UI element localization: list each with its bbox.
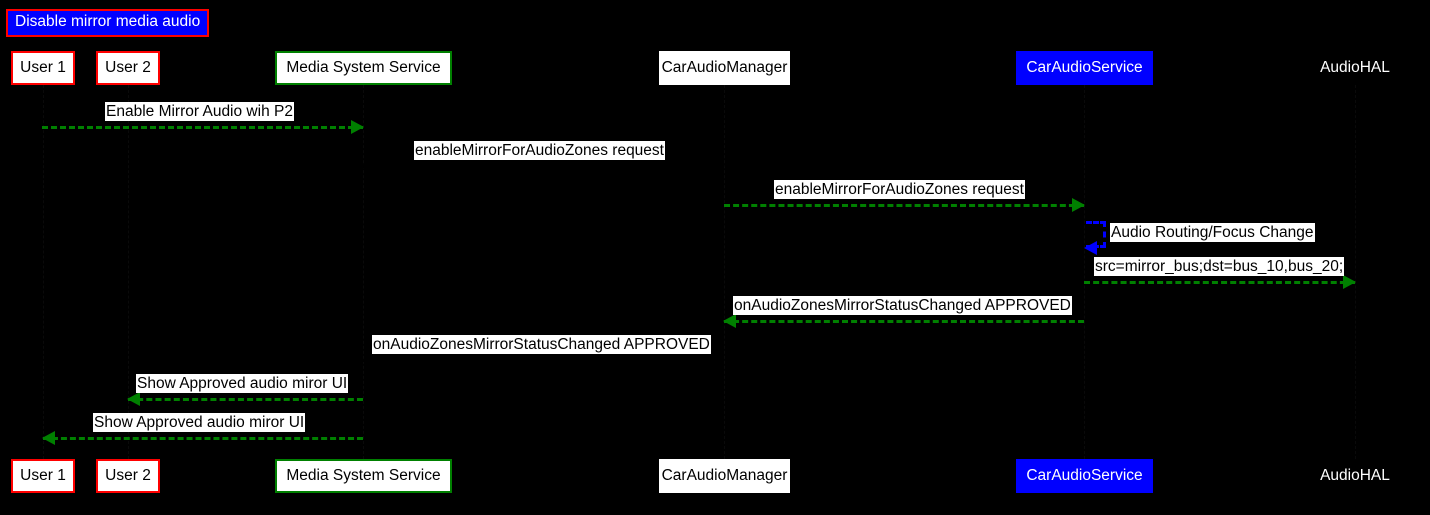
arrowhead-left-icon [127,392,140,406]
participant-car-audio-service-header: CarAudioService [1016,51,1153,85]
message-label-m5: src=mirror_bus;dst=bus_10,bus_20; [1094,257,1345,276]
participant-car-audio-manager-footer: CarAudioManager [659,459,790,493]
participant-user-2-footer: User 2 [96,459,160,493]
participant-label: CarAudioService [1026,59,1143,76]
participant-label: User 1 [20,59,66,76]
message-label-m6: onAudioZonesMirrorStatusChanged APPROVED [733,296,1072,315]
diagram-title: Disable mirror media audio [6,9,210,37]
message-label-m1: Enable Mirror Audio wih P2 [105,102,294,121]
message-label-m8: Show Approved audio miror UI [136,374,349,393]
participant-user-1-header: User 1 [11,51,75,85]
message-line [42,126,363,129]
message-line [363,359,724,362]
message-line [724,320,1084,323]
message-line [43,437,363,440]
arrowhead-left-icon [42,431,55,445]
participant-label: User 2 [105,59,151,76]
arrowhead-right-icon [1343,275,1356,289]
participant-label: CarAudioService [1026,467,1143,484]
participant-car-audio-manager-header: CarAudioManager [659,51,790,85]
participant-label: Media System Service [286,467,441,484]
participant-audio-hal-header: AudioHAL [1310,51,1400,85]
participant-user-2-header: User 2 [96,51,160,85]
message-line [128,398,363,401]
participant-car-audio-service-footer: CarAudioService [1016,459,1153,493]
lifeline-audio-hal [1355,85,1356,459]
participant-label: AudioHAL [1320,467,1390,484]
self-message-segment-top [1086,221,1106,224]
arrowhead-right-icon [712,159,725,173]
lifeline-car-audio-service [1084,85,1085,459]
lifeline-user-2 [128,85,129,459]
message-label-m4: Audio Routing/Focus Change [1110,223,1315,242]
lifeline-media-system-service [363,85,364,459]
arrowhead-right-icon [351,120,364,134]
self-message-m4 [1084,221,1106,255]
message-label-m9: Show Approved audio miror UI [93,413,306,432]
arrowhead-left-icon [723,314,736,328]
self-message-segment-right [1103,221,1106,248]
message-label-m7: onAudioZonesMirrorStatusChanged APPROVED [372,335,711,354]
message-label-m3: enableMirrorForAudioZones request [774,180,1025,199]
participant-label: AudioHAL [1320,59,1390,76]
participant-label: Media System Service [286,59,441,76]
participant-label: CarAudioManager [661,59,788,76]
message-line [1084,281,1355,284]
participant-label: CarAudioManager [661,467,788,484]
participant-audio-hal-footer: AudioHAL [1310,459,1400,493]
lifeline-user-1 [43,85,44,459]
arrowhead-right-icon [1072,198,1085,212]
participant-user-1-footer: User 1 [11,459,75,493]
message-line [363,165,724,168]
participant-media-system-service-header: Media System Service [275,51,452,85]
lifeline-car-audio-manager [724,85,725,459]
message-line [724,204,1084,207]
arrowhead-left-icon [1084,241,1097,255]
participant-label: User 1 [20,467,66,484]
arrowhead-left-icon [362,353,375,367]
message-label-m2: enableMirrorForAudioZones request [414,141,665,160]
participant-media-system-service-footer: Media System Service [275,459,452,493]
participant-label: User 2 [105,467,151,484]
